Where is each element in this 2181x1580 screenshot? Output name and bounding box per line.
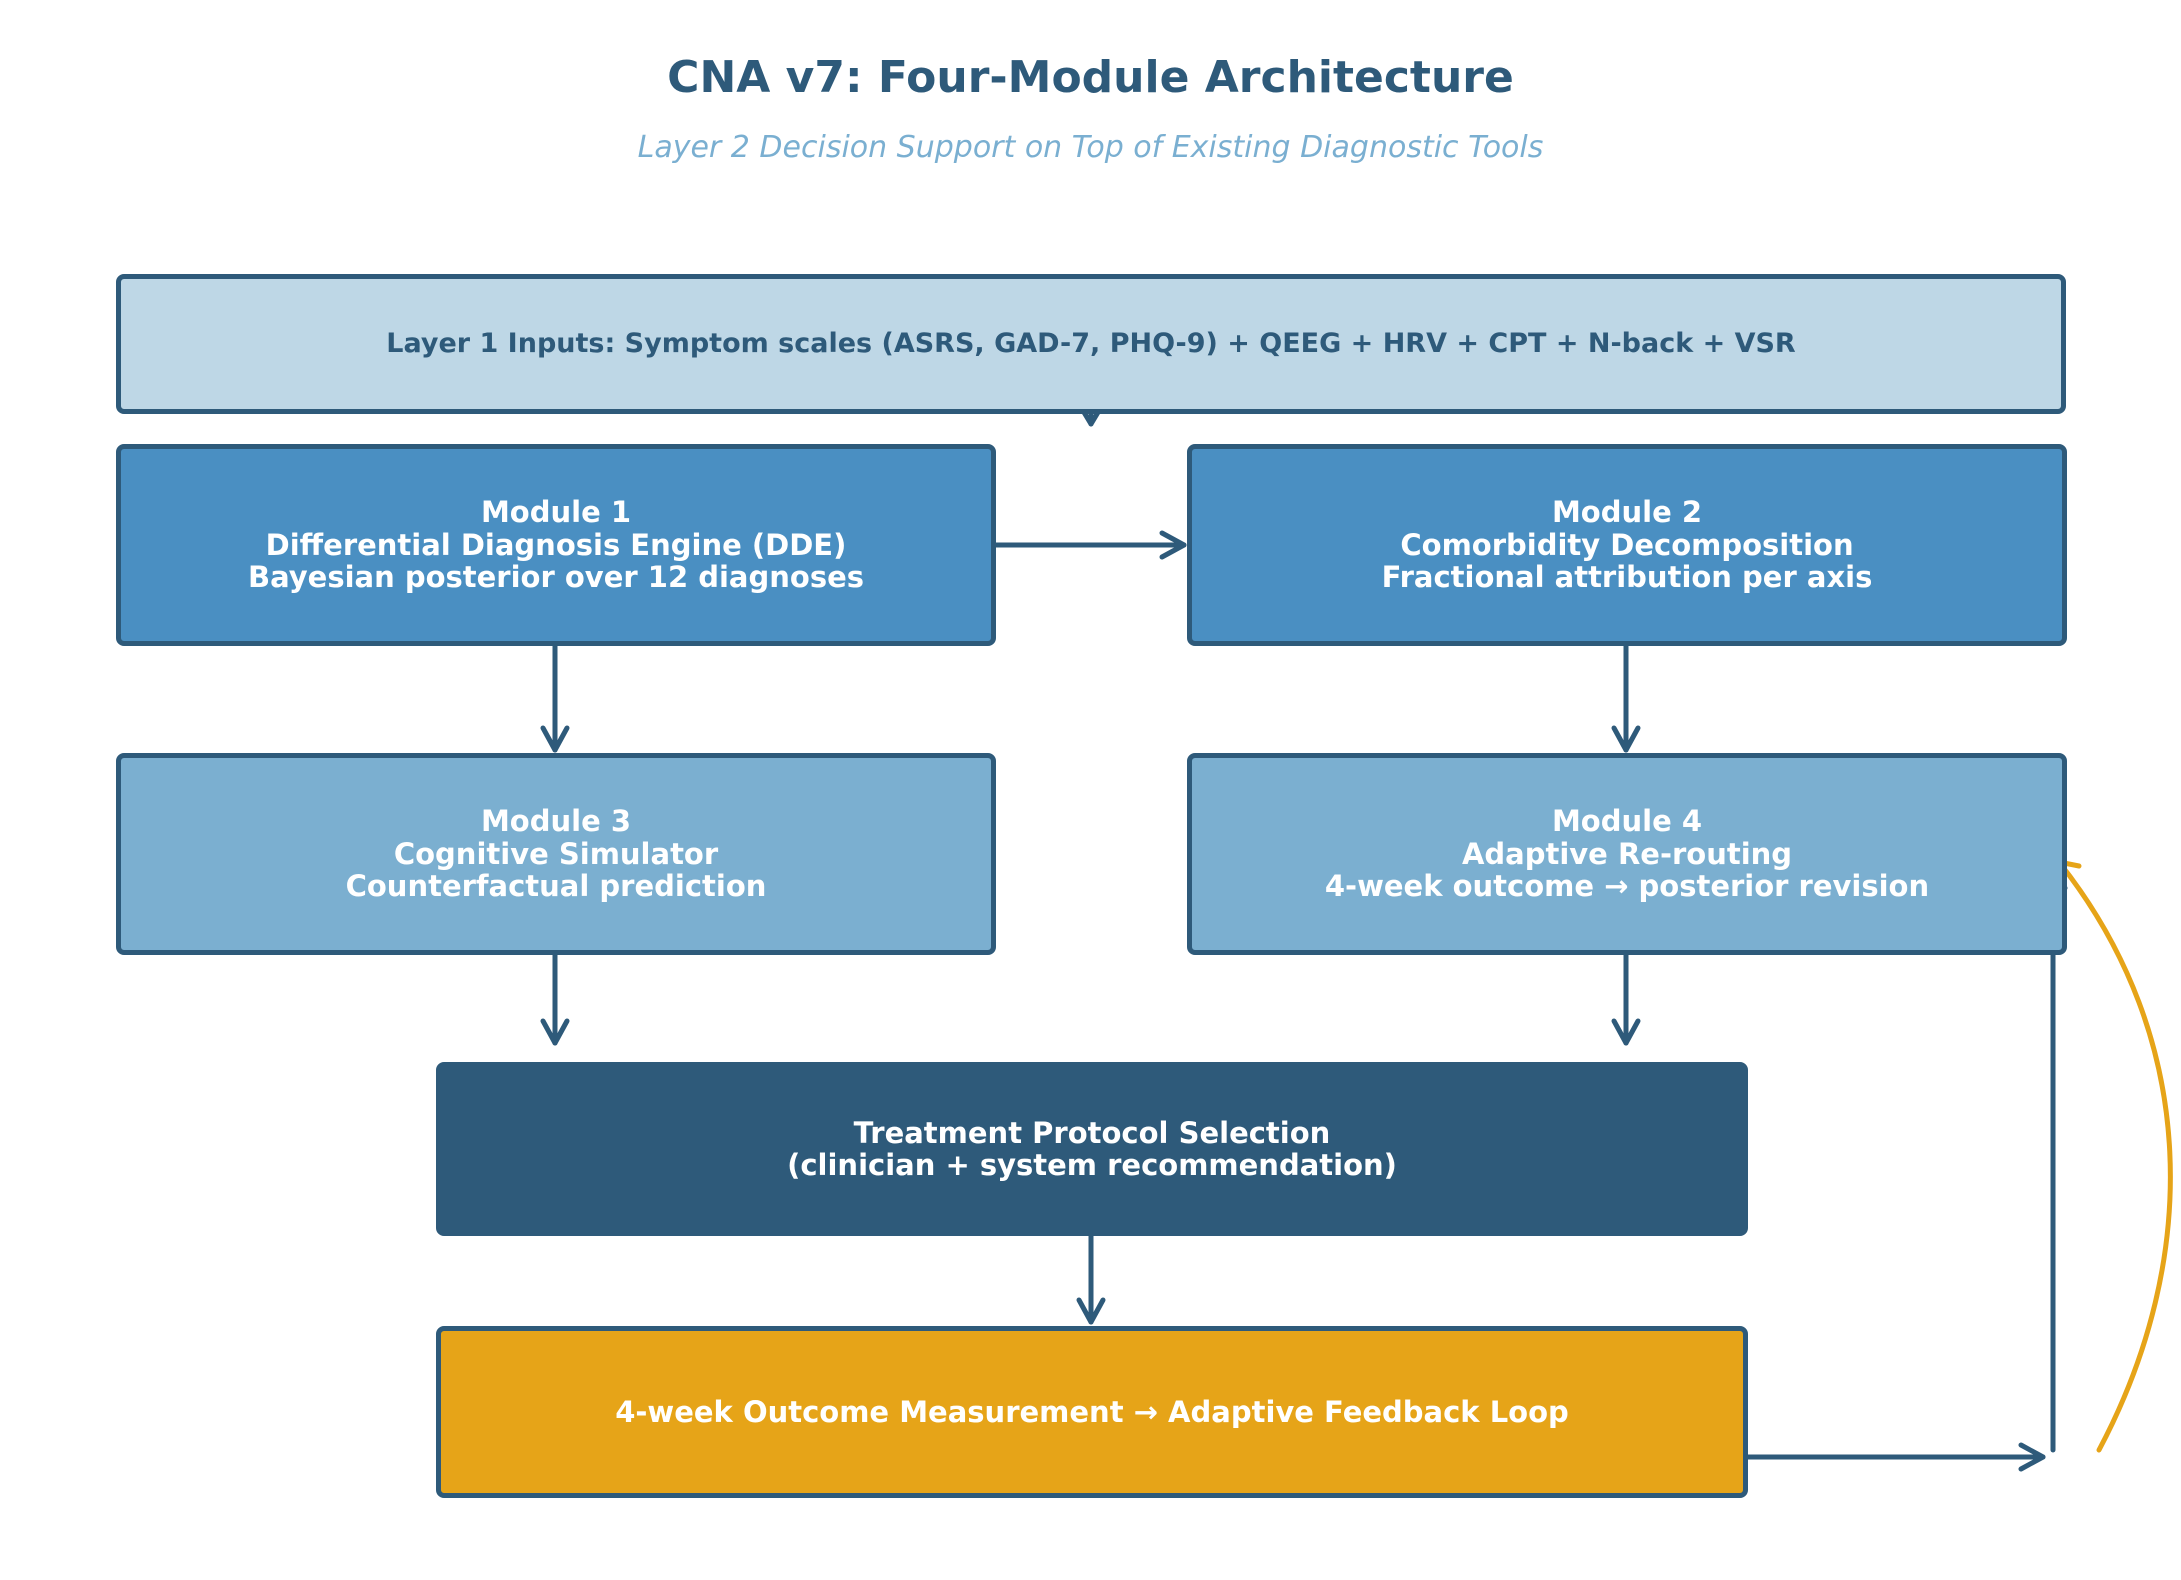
arrow-outcome-to-loop (1737, 1442, 2046, 1472)
diagram-subtitle: Layer 2 Decision Support on Top of Exist… (637, 130, 1544, 165)
module3-box: Module 3 Cognitive Simulator Counterfact… (116, 753, 996, 955)
treatment-title: Treatment Protocol Selection (853, 1115, 1331, 1150)
layer1-inputs-label: Layer 1 Inputs: Symptom scales (ASRS, GA… (386, 327, 1796, 359)
arrow-module1-to-module3 (540, 643, 570, 753)
outcome-measurement-box: 4-week Outcome Measurement → Adaptive Fe… (436, 1326, 1748, 1498)
module1-box: Module 1 Differential Diagnosis Engine (… (116, 444, 996, 646)
module2-box: Module 2 Comorbidity Decomposition Fract… (1187, 444, 2067, 646)
diagram-title: CNA v7: Four-Module Architecture (667, 52, 1514, 103)
module2-name: Comorbidity Decomposition (1400, 527, 1854, 562)
treatment-protocol-box: Treatment Protocol Selection (clinician … (436, 1062, 1748, 1236)
module4-description: 4-week outcome → posterior revision (1324, 869, 1930, 904)
module3-description: Counterfactual prediction (345, 869, 767, 904)
module3-name: Cognitive Simulator (393, 836, 719, 871)
module4-title: Module 4 (1551, 804, 1703, 839)
layer1-inputs-box: Layer 1 Inputs: Symptom scales (ASRS, GA… (116, 274, 2066, 414)
module1-title: Module 1 (480, 495, 632, 530)
outcome-label: 4-week Outcome Measurement → Adaptive Fe… (615, 1394, 1569, 1429)
feedback-curve-arrow (2056, 859, 2173, 1453)
arrow-module3-to-treatment (540, 952, 570, 1046)
arrow-module1-to-module2 (987, 530, 1187, 560)
arrow-treatment-to-outcome (1076, 1233, 1106, 1325)
module4-name: Adaptive Re-routing (1461, 836, 1793, 871)
treatment-subtitle: (clinician + system recommendation) (787, 1148, 1397, 1182)
module3-title: Module 3 (480, 804, 632, 839)
arrow-module2-to-module4 (1611, 643, 1641, 753)
module2-title: Module 2 (1551, 495, 1703, 530)
module2-description: Fractional attribution per axis (1381, 560, 1873, 595)
module4-box: Module 4 Adaptive Re-routing 4-week outc… (1187, 753, 2067, 955)
module1-description: Bayesian posterior over 12 diagnoses (247, 560, 865, 595)
arrow-module4-to-treatment (1611, 952, 1641, 1046)
module1-name: Differential Diagnosis Engine (DDE) (265, 527, 847, 562)
